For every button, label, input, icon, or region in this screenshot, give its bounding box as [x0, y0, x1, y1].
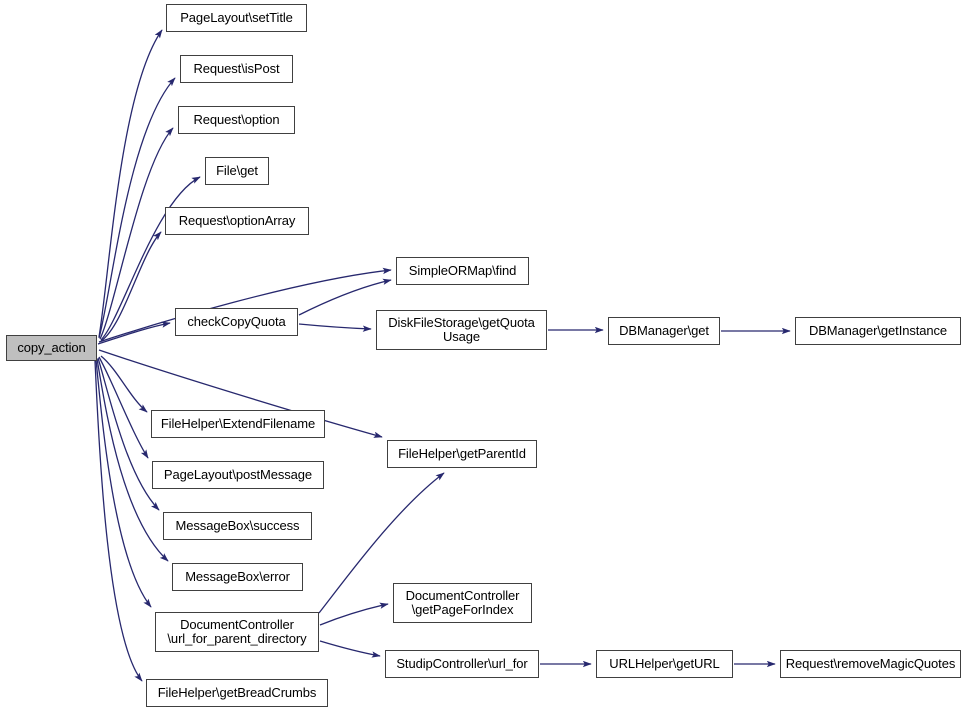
- call-edge-copy_action-to-fileget: [100, 176, 201, 341]
- call-edge-copy_action-to-urlForParent: [95, 359, 152, 608]
- graph-node-label: URLHelper\getURL: [609, 656, 720, 671]
- graph-node-dbinstance[interactable]: DBManager\getInstance: [795, 317, 961, 345]
- graph-node-fileget[interactable]: File\get: [205, 157, 269, 185]
- graph-node-optionArray[interactable]: Request\optionArray: [165, 207, 309, 235]
- call-edge-copy_action-to-isPost: [98, 77, 176, 339]
- graph-node-urlForParent[interactable]: DocumentController \url_for_parent_direc…: [155, 612, 319, 652]
- call-edge-copy_action-to-breadCrumbs: [94, 360, 143, 682]
- graph-node-getQuotaUsage[interactable]: DiskFileStorage\getQuota Usage: [376, 310, 547, 350]
- graph-node-getParentId[interactable]: FileHelper\getParentId: [387, 440, 537, 468]
- call-edge-copy_action-to-optionArray: [100, 231, 162, 342]
- graph-node-postMessage[interactable]: PageLayout\postMessage: [152, 461, 324, 489]
- call-edge-copy_action-to-postMessage: [98, 356, 149, 459]
- graph-node-copy_action[interactable]: copy_action: [6, 335, 97, 361]
- graph-node-label: DiskFileStorage\getQuota Usage: [388, 315, 535, 344]
- graph-node-removeMagicQuotes[interactable]: Request\removeMagicQuotes: [780, 650, 961, 678]
- graph-node-label: Request\isPost: [193, 61, 280, 76]
- graph-node-label: Request\option: [193, 112, 280, 127]
- graph-node-label: PageLayout\setTitle: [180, 10, 293, 25]
- graph-node-label: MessageBox\success: [175, 518, 300, 533]
- graph-node-label: PageLayout\postMessage: [163, 467, 313, 482]
- graph-node-setTitle[interactable]: PageLayout\setTitle: [166, 4, 307, 32]
- graph-node-getPageForIndex[interactable]: DocumentController \getPageForIndex: [393, 583, 532, 623]
- call-edge-checkCopyQuota-to-getQuotaUsage: [298, 323, 372, 332]
- graph-node-label: FileHelper\getBreadCrumbs: [157, 685, 317, 700]
- graph-node-breadCrumbs[interactable]: FileHelper\getBreadCrumbs: [146, 679, 328, 707]
- graph-node-label: DocumentController \getPageForIndex: [405, 588, 520, 617]
- call-edge-copy_action-to-getParentId: [98, 349, 383, 438]
- graph-node-url_for[interactable]: StudipController\url_for: [385, 650, 539, 678]
- call-edge-urlForParent-to-url_for: [319, 640, 381, 658]
- graph-node-label: checkCopyQuota: [187, 314, 286, 329]
- graph-node-label: DBManager\getInstance: [808, 323, 948, 338]
- graph-node-label: DBManager\get: [619, 323, 709, 338]
- graph-node-label: FileHelper\ExtendFilename: [160, 416, 316, 431]
- graph-node-mbSuccess[interactable]: MessageBox\success: [163, 512, 312, 540]
- graph-node-mbError[interactable]: MessageBox\error: [172, 563, 303, 591]
- graph-node-label: Request\optionArray: [178, 213, 296, 228]
- call-edge-copy_action-to-find: [98, 267, 392, 343]
- graph-node-label: SimpleORMap\find: [408, 263, 517, 278]
- call-edge-copy_action-to-extendFilename: [100, 355, 148, 413]
- graph-node-label: File\get: [216, 163, 258, 178]
- graph-node-label: MessageBox\error: [185, 569, 290, 584]
- graph-node-option[interactable]: Request\option: [178, 106, 295, 134]
- graph-node-find[interactable]: SimpleORMap\find: [396, 257, 529, 285]
- graph-node-isPost[interactable]: Request\isPost: [180, 55, 293, 83]
- graph-node-label: Request\removeMagicQuotes: [785, 656, 956, 671]
- call-edge-copy_action-to-checkCopyQuota: [97, 321, 171, 345]
- call-edge-urlForParent-to-getParentId: [318, 472, 445, 614]
- graph-node-checkCopyQuota[interactable]: checkCopyQuota: [175, 308, 298, 336]
- graph-node-label: FileHelper\getParentId: [398, 446, 526, 461]
- graph-node-getURL[interactable]: URLHelper\getURL: [596, 650, 733, 678]
- call-edge-copy_action-to-setTitle: [98, 29, 163, 338]
- graph-node-label: DocumentController \url_for_parent_direc…: [167, 617, 307, 646]
- graph-node-dbget[interactable]: DBManager\get: [608, 317, 720, 345]
- call-edge-urlForParent-to-getPageForIndex: [319, 602, 389, 626]
- graph-node-label: StudipController\url_for: [396, 656, 528, 671]
- call-edge-copy_action-to-mbSuccess: [97, 357, 160, 511]
- call-edge-checkCopyQuota-to-find: [298, 278, 392, 316]
- graph-node-extendFilename[interactable]: FileHelper\ExtendFilename: [151, 410, 325, 438]
- call-edge-copy_action-to-option: [99, 127, 174, 340]
- graph-node-label: copy_action: [17, 340, 86, 355]
- call-edge-copy_action-to-mbError: [96, 358, 169, 562]
